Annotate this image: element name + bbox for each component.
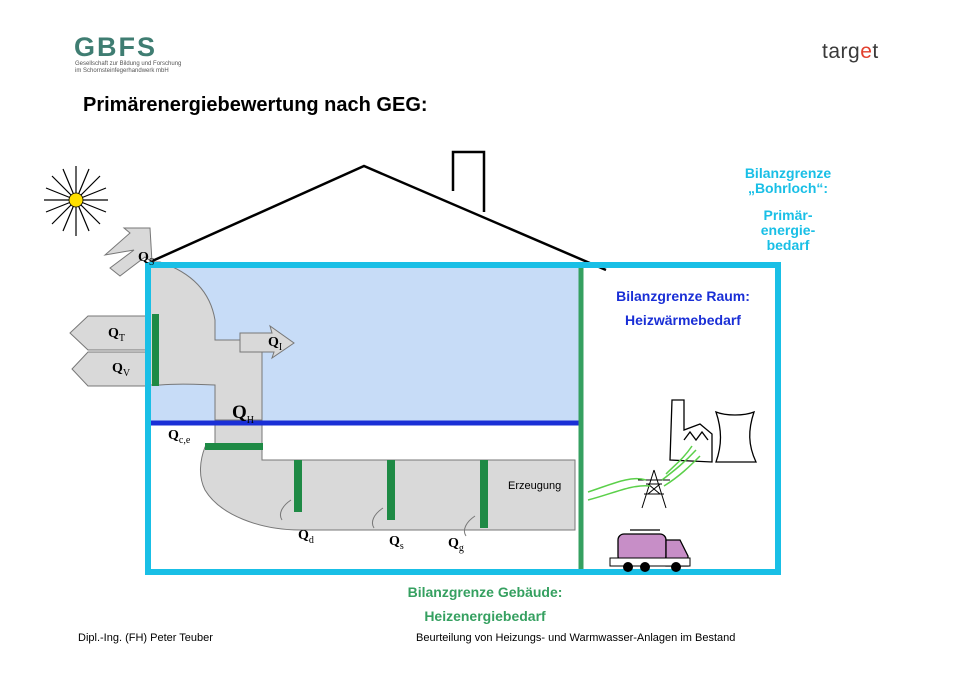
power-pylon-icon	[638, 469, 670, 509]
gebaeude-line-1: Bilanzgrenze Gebäude:	[407, 584, 563, 600]
footer-author: Dipl.-Ing. (FH) Peter Teuber	[78, 632, 213, 644]
gbfs-logo: GBFS	[74, 32, 158, 62]
primaer-line-1: Primär-	[763, 207, 813, 223]
q-i-label: QI	[268, 335, 282, 353]
erzeugung-label: Erzeugung	[508, 480, 562, 492]
tank-truck-icon	[609, 529, 691, 572]
q-h-sub: H	[246, 414, 255, 426]
q-h-base: Q	[232, 402, 247, 423]
raum-line-2: Heizwärmebedarf	[625, 312, 741, 328]
q-d-label: Qd	[298, 528, 314, 546]
gbfs-logo-subline: Gesellschaft zur Bildung und Forschung i…	[75, 61, 215, 75]
page-title: Primärenergiebewertung nach GEG:	[83, 94, 428, 116]
house-roof	[149, 150, 607, 272]
logo-subline-2: im Schornsteinfegerhandwerk mbH	[75, 68, 169, 74]
raum-line-1: Bilanzgrenze Raum:	[616, 288, 750, 304]
gebaeude-label: Bilanzgrenze Gebäude: Heizenergiebedarf	[370, 580, 600, 628]
sun-icon	[44, 166, 108, 236]
primary-energy-boundary	[145, 262, 781, 575]
q-v-base: Q	[112, 361, 123, 376]
q-i-base: Q	[268, 335, 279, 350]
bohrloch-line-1: Bilanzgrenze	[744, 165, 832, 181]
q-s-base: Q	[389, 534, 400, 549]
q-ce-base: Q	[168, 428, 179, 443]
q-s-sub: s	[399, 540, 404, 552]
target-logo-text: target	[822, 40, 879, 63]
q-v-sub: V	[122, 367, 131, 379]
bohrloch-line-2: „Bohrloch“:	[747, 180, 829, 196]
gebaeude-line-2: Heizenergiebedarf	[424, 608, 546, 624]
q-ce-sub: c,e	[178, 434, 191, 446]
q-solar-label: QS	[138, 250, 154, 268]
q-g-base: Q	[448, 536, 459, 551]
primaerenergie-label: Primär- energie- bedarf	[728, 208, 848, 253]
q-h-label: QH	[232, 402, 254, 426]
q-v-label: QV	[112, 361, 130, 379]
primaer-line-3: bedarf	[766, 237, 810, 253]
q-s-label: Qs	[389, 534, 404, 552]
component-bars	[152, 314, 488, 528]
q-t-sub: T	[118, 332, 125, 344]
target-logo: target	[822, 40, 879, 64]
q-solar-sub: S	[148, 256, 155, 268]
q-g-label: Qg	[448, 536, 464, 554]
q-t-label: QT	[108, 326, 125, 344]
primaer-line-2: energie-	[760, 222, 816, 238]
q-i-sub: I	[278, 341, 283, 353]
q-solar-base: Q	[138, 250, 149, 265]
footer-subject: Beurteilung von Heizungs- und Warmwasser…	[416, 632, 736, 644]
q-ce-label: Qc,e	[168, 428, 190, 446]
q-d-sub: d	[308, 534, 314, 546]
bohrloch-label: Bilanzgrenze „Bohrloch“:	[728, 166, 848, 196]
q-d-base: Q	[298, 528, 309, 543]
logo-subline-1: Gesellschaft zur Bildung und Forschung	[75, 61, 182, 67]
power-plant-icon	[669, 399, 758, 463]
raum-label: Bilanzgrenze Raum: Heizwärmebedarf	[588, 284, 778, 332]
q-g-sub: g	[458, 542, 464, 554]
power-lines	[587, 445, 701, 501]
q-t-base: Q	[108, 326, 119, 341]
